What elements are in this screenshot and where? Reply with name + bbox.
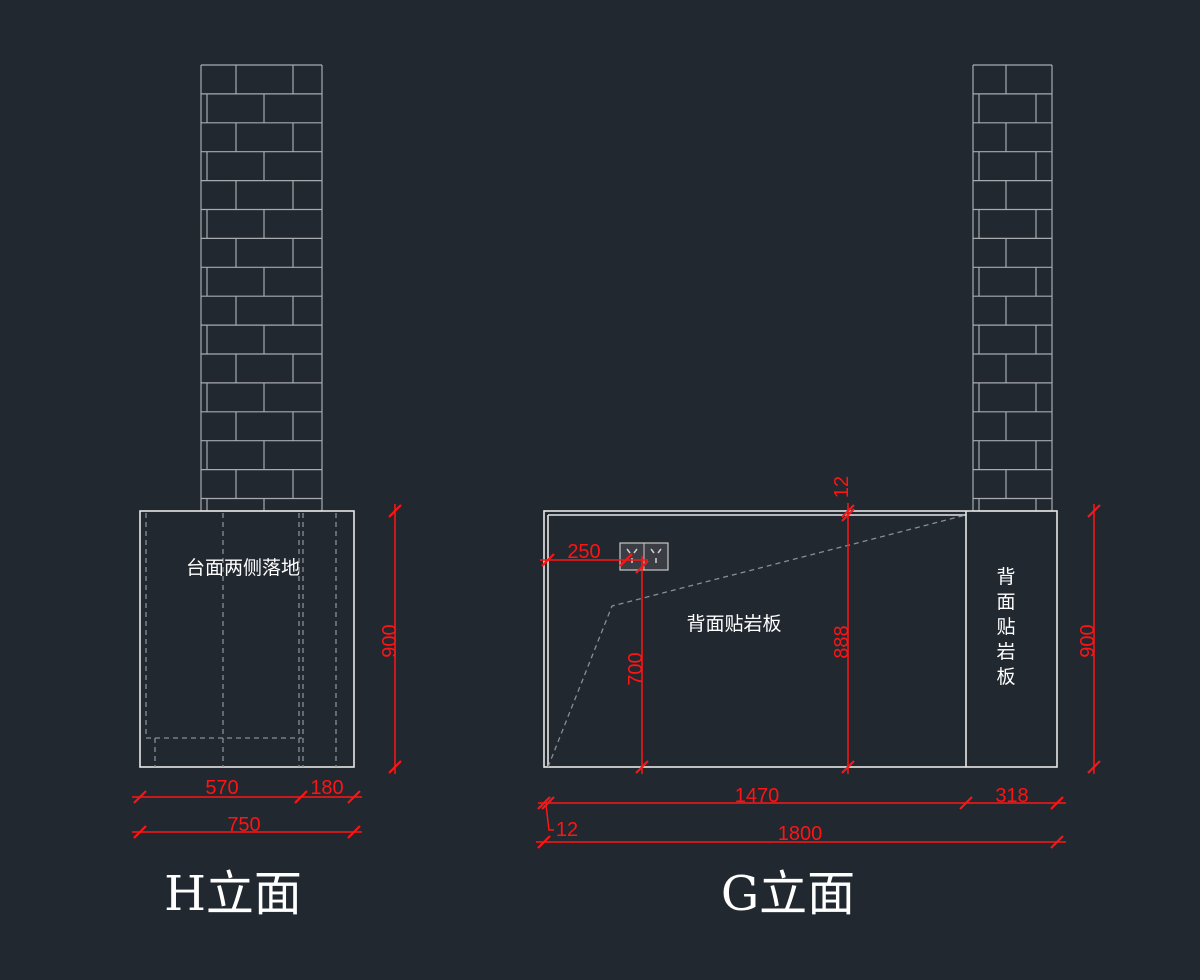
h-hidden-lines — [145, 513, 337, 767]
g-dim-250-label: 250 — [567, 541, 600, 563]
g-dim-height-label: 900 — [1077, 624, 1099, 657]
g-dim-1470-label: 1470 — [735, 785, 780, 807]
h-counter-note: 台面两侧落地 — [186, 557, 300, 579]
h-dim-height: 900 — [379, 504, 402, 774]
brick-pillar-g — [972, 64, 1053, 512]
g-elevation: 背面贴岩板 背 面 贴 岩 板 250 700 — [536, 64, 1101, 922]
g-dim-12-left: 12 — [545, 804, 578, 841]
g-dim-12-left-label: 12 — [556, 819, 578, 841]
g-dim-height: 900 — [1077, 504, 1101, 774]
svg-text:岩: 岩 — [996, 641, 1015, 663]
h-dim-180-label: 180 — [310, 777, 343, 799]
g-side-note: 背 面 贴 岩 板 — [996, 566, 1015, 688]
svg-text:背: 背 — [996, 566, 1015, 588]
g-elevation-title: G立面 — [721, 866, 855, 922]
g-dim-700-label: 700 — [625, 652, 647, 685]
g-dim-row-2: 1800 — [536, 823, 1066, 849]
g-dim-888: 888 12 — [831, 476, 855, 774]
g-counter-outline — [543, 510, 1058, 768]
g-hidden-diagonal — [547, 514, 967, 768]
g-dim-12-top-label: 12 — [831, 476, 853, 498]
g-dim-1800-label: 1800 — [778, 823, 823, 845]
g-dim-888-label: 888 — [831, 625, 853, 658]
brick-pillar-h — [200, 64, 323, 512]
h-dim-row-2: 750 — [132, 814, 362, 839]
h-dim-row-1: 570 180 — [132, 777, 362, 804]
h-counter-outline — [139, 510, 355, 768]
h-elevation: 台面两侧落地 900 570 180 750 H立面 — [132, 64, 402, 922]
svg-text:面: 面 — [996, 591, 1015, 613]
h-dim-750-label: 750 — [227, 814, 260, 836]
g-dim-250: 250 — [540, 541, 648, 567]
g-dim-700: 700 — [625, 556, 649, 774]
h-dim-570-label: 570 — [205, 777, 238, 799]
svg-text:贴: 贴 — [996, 616, 1015, 638]
g-dim-318-label: 318 — [995, 785, 1028, 807]
g-dim-row-1: 1470 318 — [537, 785, 1066, 810]
g-back-panel-note: 背面贴岩板 — [686, 613, 781, 635]
h-dim-height-label: 900 — [379, 624, 401, 657]
h-elevation-title: H立面 — [164, 866, 302, 922]
svg-text:板: 板 — [996, 666, 1015, 688]
